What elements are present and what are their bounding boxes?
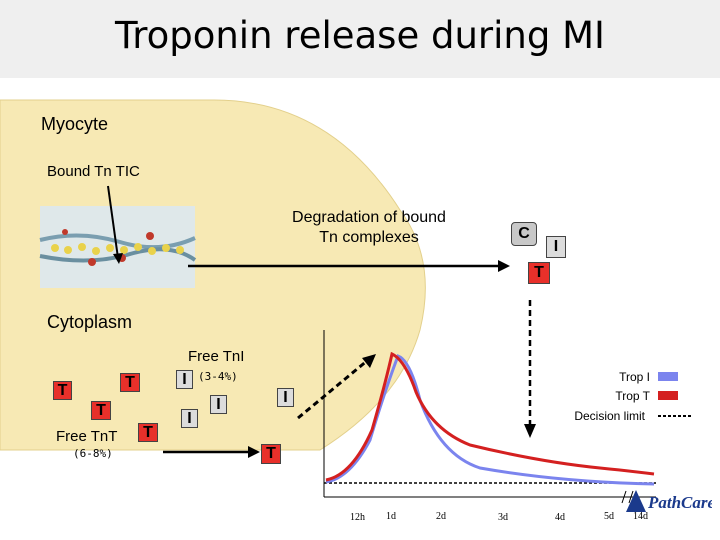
x-tick: 12h <box>350 512 365 523</box>
free-t-box: T <box>91 401 111 420</box>
legend-trop-i-swatch <box>658 372 678 381</box>
myocyte-cell <box>0 99 426 451</box>
legend-trop-i: Trop I <box>619 370 650 384</box>
x-tick: 14d <box>633 511 648 522</box>
trop-t-curve <box>325 351 655 482</box>
free-t-box: T <box>261 444 281 464</box>
free-tni-label: Free TnI <box>188 348 245 365</box>
axis-break <box>621 490 627 504</box>
title-bar <box>0 0 720 78</box>
subunit-c-box: C <box>511 222 537 246</box>
logo-text: PathCare <box>647 493 712 512</box>
free-i-box: I <box>176 370 193 389</box>
bound-arrow <box>107 185 119 259</box>
free-tni-pct: (3-4%) <box>198 370 238 383</box>
legend-decision-limit: Decision limit <box>574 409 645 423</box>
x-tick: 4d <box>555 512 565 523</box>
free-tnt-label: Free TnT <box>56 428 118 445</box>
pathcare-logo: PathCare <box>622 484 716 518</box>
free-t-box: T <box>138 423 158 442</box>
free-i-box: I <box>210 395 227 414</box>
axis-break <box>628 490 634 504</box>
free-t-box: T <box>120 373 140 392</box>
free-t-box: T <box>53 381 72 400</box>
legend-trop-t: Trop T <box>615 389 650 403</box>
peak-dashed-arrow <box>297 358 369 420</box>
free-i-box: I <box>181 409 198 428</box>
page-title: Troponin release during MI <box>115 14 605 57</box>
x-tick: 3d <box>498 512 508 523</box>
subunit-t-box: T <box>528 262 550 284</box>
legend-trop-t-swatch <box>658 391 678 400</box>
x-tick: 2d <box>436 511 446 522</box>
filament-illustration <box>39 206 197 288</box>
x-tick: 5d <box>604 511 614 522</box>
trop-i-curve <box>325 354 655 486</box>
free-tnt-pct: (6-8%) <box>73 447 113 460</box>
myocyte-label: Myocyte <box>41 114 109 134</box>
degradation-label-line2: Tn complexes <box>319 229 419 246</box>
free-i-box: I <box>277 388 294 407</box>
degradation-label-line1: Degradation of bound <box>292 209 446 226</box>
x-tick: 1d <box>386 511 396 522</box>
subunit-i-box: I <box>546 236 566 258</box>
cytoplasm-label: Cytoplasm <box>47 312 133 332</box>
bound-tn-label: Bound Tn TIC <box>47 163 140 180</box>
